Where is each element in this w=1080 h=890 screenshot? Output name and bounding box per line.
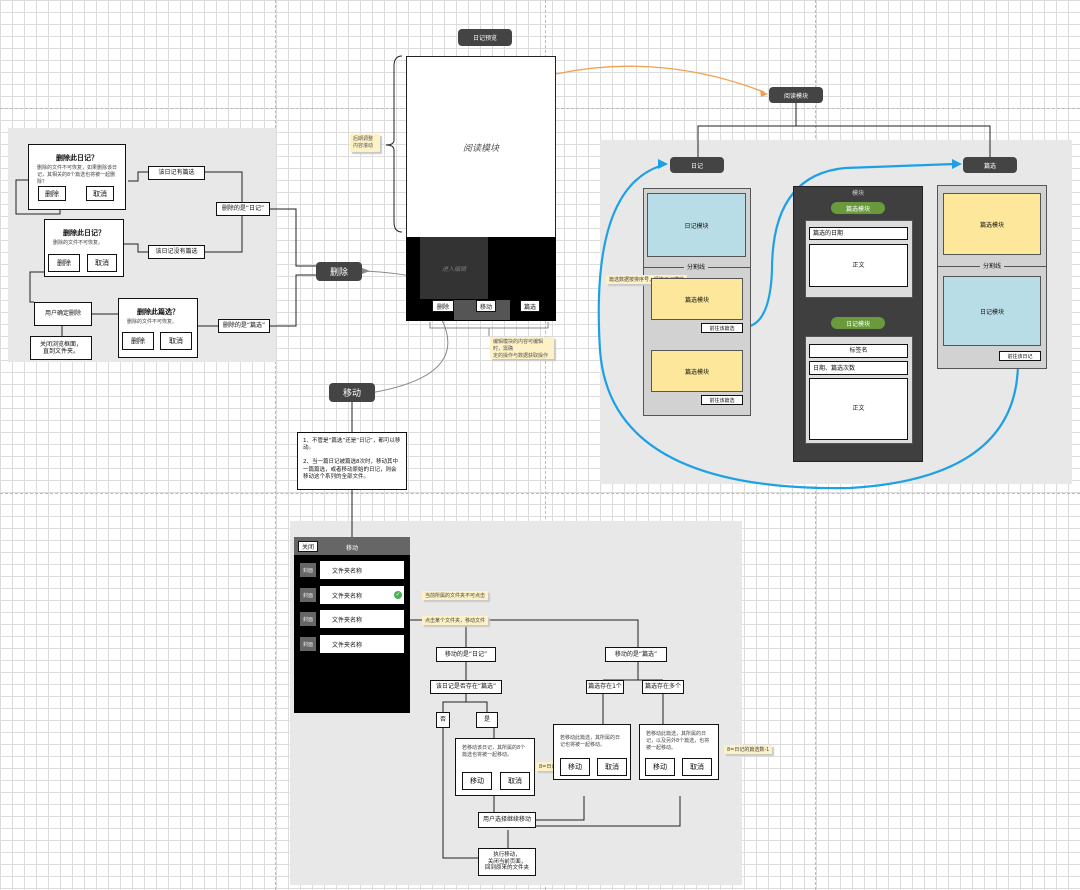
has-chapter-node: 该日记有篇选 bbox=[148, 166, 205, 180]
yes-node: 是 bbox=[476, 712, 498, 728]
folder-item-current: 封面 文件夹名称 ✓ bbox=[294, 586, 410, 604]
chapter-many-node: 篇选存在多个 bbox=[642, 680, 684, 694]
diary-module-label: 日记模块 bbox=[831, 317, 885, 329]
note-edit: 编辑模块的内容可编辑时，需确 定的操作与数据获取操作 bbox=[490, 337, 554, 359]
preview-delete-button[interactable]: 删除 bbox=[432, 300, 454, 312]
dialog-title: 删除此日记？ bbox=[56, 154, 98, 162]
user-confirm-move-node: 用户选择继续移动 bbox=[478, 812, 536, 828]
chapter-module-label: 篇选模块 bbox=[831, 202, 885, 214]
note-current-folder: 当前所属的文件夹不可点击 bbox=[422, 591, 489, 600]
diary-node: 日记 bbox=[670, 157, 724, 173]
goto-diary-button[interactable]: 前往该日记 bbox=[999, 351, 1041, 361]
read-module-title: 阅读模块 bbox=[769, 87, 823, 103]
folder-name: 文件夹名称 bbox=[320, 610, 404, 628]
confirm-delete-button[interactable]: 删除 bbox=[38, 186, 66, 201]
folder-name: 文件夹名称 bbox=[320, 561, 404, 579]
folder-name: 文件夹名称 bbox=[320, 586, 404, 604]
edit-enter[interactable]: 进入编辑 bbox=[420, 237, 488, 299]
note-chapter-count: 8=日记的篇选数-1 bbox=[724, 745, 773, 754]
delete-result-node: 关闭浏览框面， 直到文件夹。 bbox=[30, 336, 92, 360]
folder-name: 文件夹名称 bbox=[320, 635, 404, 653]
dialog-body: 删除的文件不可恢复。 bbox=[127, 319, 178, 325]
divider-label: 分割线 bbox=[684, 262, 709, 271]
check-icon: ✓ bbox=[394, 591, 402, 599]
cancel-button[interactable]: 取消 bbox=[160, 332, 192, 350]
dialog-body: 若移动此篇选，其所属的日记，以及另外8个篇选，也将被一起移动。 bbox=[646, 731, 710, 751]
move-button[interactable]: 移动 bbox=[462, 772, 492, 790]
preview-move-button[interactable]: 移动 bbox=[476, 300, 496, 312]
no-node: 否 bbox=[436, 712, 450, 728]
divider-label: 分割线 bbox=[980, 261, 1005, 270]
chapter-date: 篇选的日期 bbox=[809, 227, 908, 240]
cancel-button[interactable]: 取消 bbox=[87, 254, 117, 272]
dialog-title: 删除此篇选？ bbox=[137, 308, 179, 316]
cancel-button[interactable]: 取消 bbox=[597, 758, 627, 776]
folder-cover: 封面 bbox=[300, 588, 316, 602]
guide-line bbox=[545, 0, 546, 890]
user-confirm-delete-node: 用户确定删除 bbox=[34, 302, 92, 326]
chapter-node: 篇选 bbox=[963, 157, 1017, 173]
reading-area: 阅读模块 bbox=[406, 56, 556, 238]
confirm-delete-button[interactable]: 删除 bbox=[122, 332, 154, 350]
preview-chapter-button[interactable]: 篇选 bbox=[520, 300, 540, 312]
note-chapter-order: 篇选数据按排序号，紧挨日记模块 bbox=[606, 275, 688, 284]
move-node: 移动 bbox=[329, 383, 375, 402]
delete-node: 删除 bbox=[316, 262, 362, 281]
move-dialog-title: 移动 bbox=[345, 545, 358, 552]
chapter-block: 篇选模块 bbox=[651, 350, 743, 392]
dialog-body: 若移动此篇选，其所属的日记也将被一起移动。 bbox=[560, 735, 621, 748]
note-scroll: 后期调整 内容滚动 bbox=[350, 134, 380, 152]
move-button[interactable]: 移动 bbox=[645, 758, 675, 776]
cancel-button[interactable]: 取消 bbox=[500, 772, 530, 790]
move-is-chapter-node: 移动的是“篇选” bbox=[605, 647, 667, 662]
delete-is-diary-node: 删除的是“日记” bbox=[216, 202, 270, 216]
folder-cover: 封面 bbox=[300, 612, 316, 626]
has-chapter-question: 该日记是否存在“篇选” bbox=[430, 680, 502, 694]
folder-item[interactable]: 封面 文件夹名称 bbox=[294, 635, 410, 653]
preview-title: 日记预览 bbox=[458, 29, 512, 46]
dialog-body: 删除的文件不可恢复。 bbox=[53, 240, 104, 246]
dialog-title: 删除此日记？ bbox=[63, 229, 105, 237]
module-legend-title: 模块 bbox=[851, 190, 864, 197]
chapter-block: 篇选模块 bbox=[651, 278, 743, 320]
dialog-body: 若移动该日记，其所属的8个篇选也将被一起移动。 bbox=[462, 745, 526, 758]
folder-cover: 封面 bbox=[300, 637, 316, 651]
cancel-button[interactable]: 取消 bbox=[86, 186, 114, 201]
date-line: 日期、篇选次数 bbox=[809, 361, 908, 375]
move-description: 1、不管是“篇选”还是“日记”，都可以移动。 2、当一篇日记被篇选8次时，移动其… bbox=[297, 432, 407, 490]
note-click-folder: 点击某个文件夹，移动文件 bbox=[422, 616, 489, 625]
diary-block: 日记模块 bbox=[943, 276, 1041, 346]
folder-item[interactable]: 封面 文件夹名称 bbox=[294, 561, 410, 579]
move-button[interactable]: 移动 bbox=[560, 758, 590, 776]
diary-block: 日记模块 bbox=[647, 193, 746, 257]
confirm-delete-button[interactable]: 删除 bbox=[48, 254, 80, 272]
move-dialog-header bbox=[294, 537, 410, 555]
folder-item[interactable]: 封面 文件夹名称 bbox=[294, 610, 410, 628]
move-is-diary-node: 移动的是“日记” bbox=[436, 647, 496, 662]
guide-line bbox=[0, 493, 1080, 494]
dialog-body: 删除的文件不可恢复，如果删除该日记，其相关的8个篇选也将被一起删除？ bbox=[37, 165, 118, 185]
chapter-body: 正文 bbox=[809, 244, 908, 287]
close-button[interactable]: 关闭 bbox=[298, 541, 318, 552]
goto-chapter-button[interactable]: 前往该篇选 bbox=[701, 323, 743, 333]
chapter-block: 篇选模块 bbox=[943, 193, 1041, 255]
no-chapter-node: 该日记没有篇选 bbox=[148, 245, 205, 259]
cancel-button[interactable]: 取消 bbox=[682, 758, 712, 776]
move-result-node: 执行移动， 关闭当前页面， 回到原来的文件夹 bbox=[478, 848, 536, 876]
folder-cover: 封面 bbox=[300, 563, 316, 577]
guide-line bbox=[275, 0, 276, 890]
chapter-one-node: 篇选存在1个 bbox=[586, 680, 624, 694]
tag-name: 标签名 bbox=[809, 344, 908, 358]
goto-chapter-button[interactable]: 前往该篇选 bbox=[701, 395, 743, 405]
delete-is-chapter-node: 删除的是“篇选” bbox=[218, 319, 270, 333]
diary-body: 正文 bbox=[809, 378, 908, 440]
